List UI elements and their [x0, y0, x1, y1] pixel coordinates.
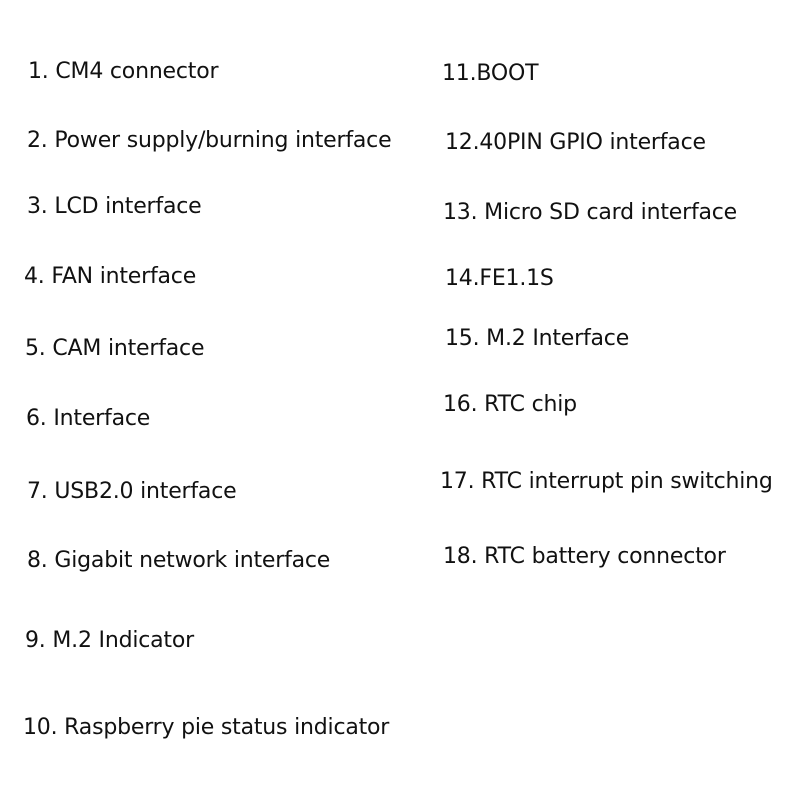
legend-item-17: 17. RTC interrupt pin switching [440, 469, 773, 494]
legend-item-14: 14.FE1.1S [445, 266, 554, 291]
legend-item-1: 1. CM4 connector [28, 59, 219, 84]
legend-item-10: 10. Raspberry pie status indicator [23, 715, 390, 740]
legend-item-8: 8. Gigabit network interface [27, 548, 331, 573]
legend-item-4: 4. FAN interface [24, 264, 197, 289]
legend-item-6: 6. Interface [26, 406, 151, 431]
legend-item-13: 13. Micro SD card interface [443, 200, 737, 225]
legend-item-9: 9. M.2 Indicator [25, 628, 194, 653]
legend-item-16: 16. RTC chip [443, 392, 577, 417]
legend-item-5: 5. CAM interface [25, 336, 205, 361]
legend-item-18: 18. RTC battery connector [443, 544, 726, 569]
legend-item-7: 7. USB2.0 interface [27, 479, 237, 504]
legend-item-15: 15. M.2 Interface [445, 326, 630, 351]
legend-item-12: 12.40PIN GPIO interface [445, 130, 706, 155]
legend-item-11: 11.BOOT [442, 61, 539, 86]
legend-item-3: 3. LCD interface [27, 194, 202, 219]
legend-item-2: 2. Power supply/burning interface [27, 128, 392, 153]
